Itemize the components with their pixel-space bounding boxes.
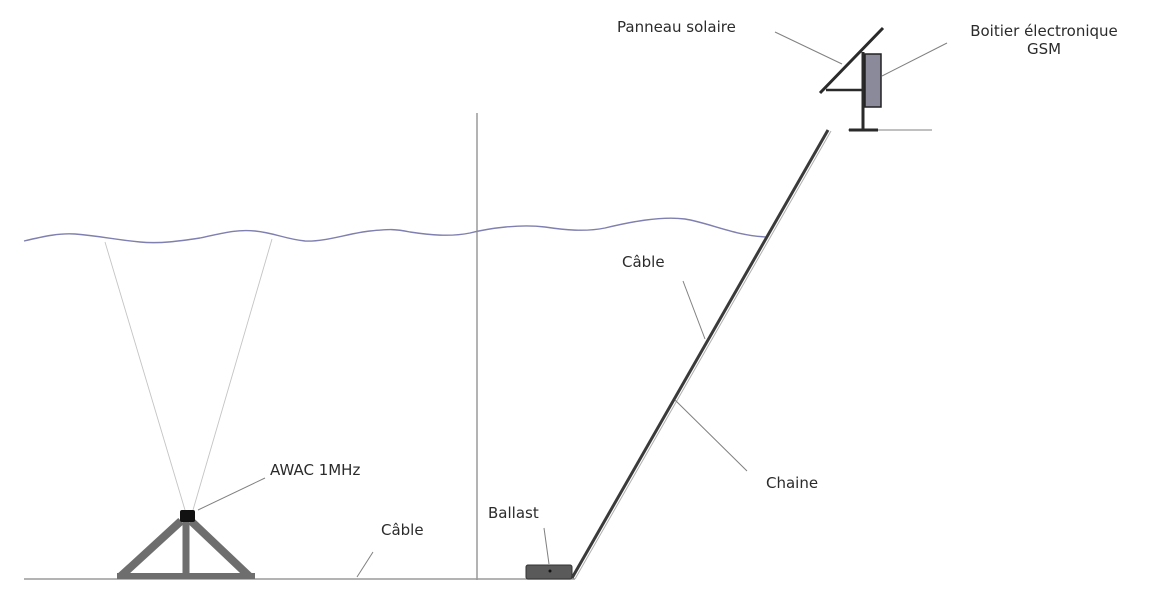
label-ballast: Ballast (488, 504, 539, 522)
cable-upper-leader-line (682, 280, 706, 340)
awac-sensor (180, 510, 195, 522)
label-chain: Chaine (766, 474, 819, 492)
label-solar-panel: Panneau solaire (617, 18, 736, 36)
solar-panel (818, 26, 885, 95)
awac-beam-left (104, 241, 186, 511)
awac-beam-right (192, 238, 273, 511)
chain-leader-line (674, 399, 748, 472)
water-surface (23, 217, 769, 244)
label-gsm-box-line1: Boitier électronique (970, 22, 1118, 40)
inclined-cable (574, 130, 832, 580)
awac-leader-line (197, 477, 266, 511)
tripod-frame (117, 518, 255, 579)
inclined-chain (570, 129, 830, 579)
label-cable-lower: Câble (381, 521, 424, 539)
label-cable-upper: Câble (622, 253, 665, 271)
gsm-box-leader-line (881, 42, 948, 77)
solar-panel-leader-line (774, 31, 843, 65)
ballast-leader-line (543, 527, 550, 565)
label-gsm-box: Boitier électronique GSM (954, 22, 1134, 58)
ballast-attach-point (548, 569, 552, 573)
label-gsm-box-line2: GSM (1026, 40, 1062, 58)
label-awac: AWAC 1MHz (270, 461, 361, 479)
cable-lower-leader-line (356, 551, 374, 578)
gsm-electronic-box (864, 53, 882, 108)
